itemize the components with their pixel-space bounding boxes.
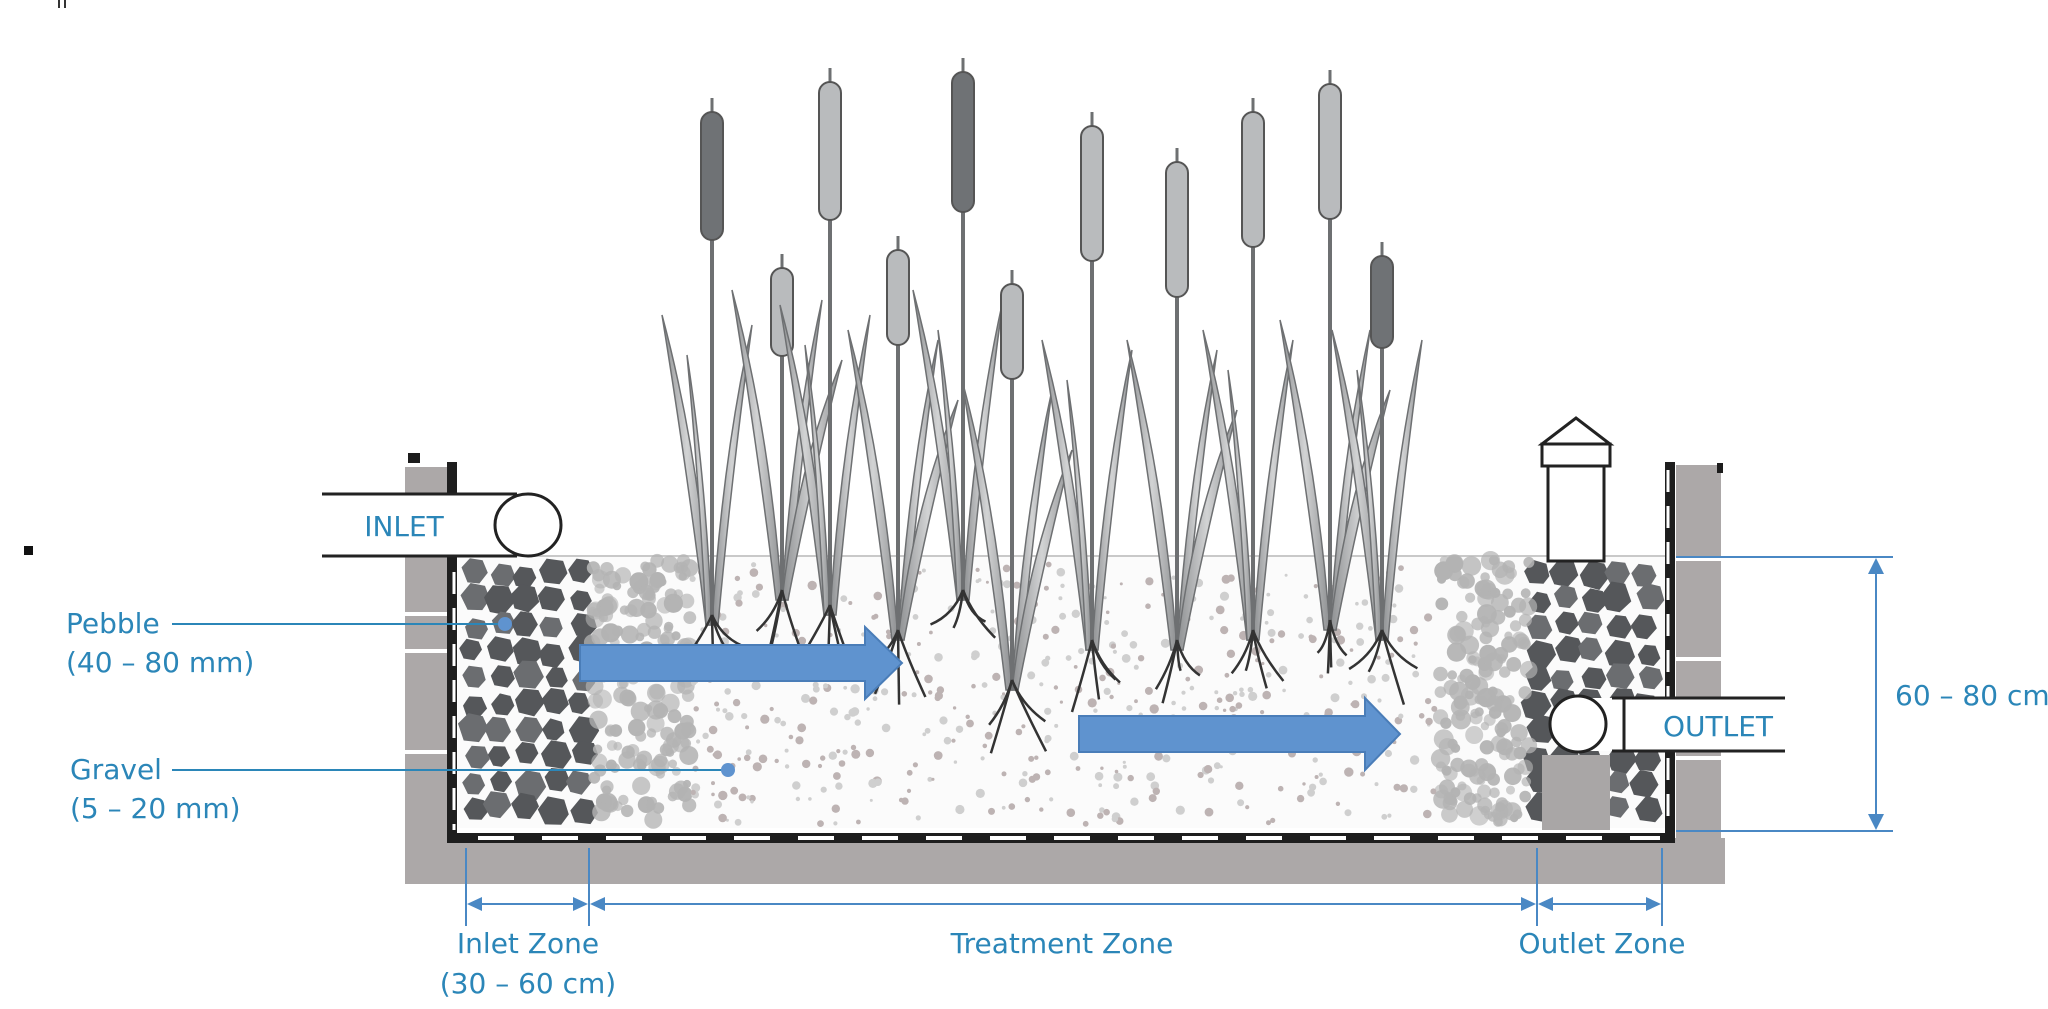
zone-dimensions: Inlet Zone (30 – 60 cm) Treatment Zone O…: [440, 848, 1686, 1000]
inlet-zone-label: Inlet Zone: [457, 927, 599, 960]
stray-mark: [24, 546, 33, 555]
stray-mark-top-2: [64, 0, 66, 8]
outlet-structure: OUTLET: [1537, 416, 1785, 830]
coarse-gravel-fill: [583, 551, 1538, 829]
stray-mark-top: [58, 0, 60, 8]
vent-cap: [1537, 416, 1615, 446]
base-slab: [405, 838, 1725, 884]
gravel-callout: Gravel (5 – 20 mm): [70, 753, 735, 825]
depth-dimension: 60 – 80 cm: [1676, 556, 2048, 832]
pebble-size: (40 – 80 mm): [66, 646, 254, 679]
flow-arrow-inlet: [579, 624, 904, 702]
flow-arrows: [579, 624, 1402, 773]
outlet-label: OUTLET: [1663, 710, 1774, 743]
inlet-label: INLET: [364, 510, 444, 543]
outlet-zone-label: Outlet Zone: [1519, 927, 1686, 960]
depth-label: 60 – 80 cm: [1895, 679, 2048, 712]
vent-pipe: [1546, 461, 1606, 563]
reed-plants: [661, 58, 1423, 754]
inlet-zone-size: (30 – 60 cm): [440, 967, 616, 1000]
gravel-title: Gravel: [70, 753, 162, 786]
inlet-pipe: INLET: [322, 492, 563, 558]
gravel-size: (5 – 20 mm): [70, 792, 241, 825]
flow-arrow-outlet: [1078, 695, 1402, 773]
pebble-callout: Pebble (40 – 80 mm): [66, 607, 512, 679]
pebble-title: Pebble: [66, 607, 160, 640]
outlet-box: [1542, 755, 1610, 830]
treatment-zone-label: Treatment Zone: [950, 927, 1174, 960]
right-wall: [1676, 463, 1723, 838]
